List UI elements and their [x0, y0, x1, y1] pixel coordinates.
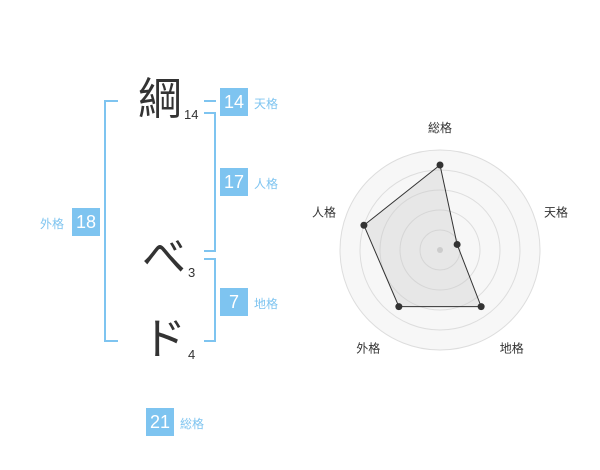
stroke-count-1: 14: [184, 107, 199, 122]
jinkaku-label: 人格: [254, 177, 279, 191]
radar-point-1: [436, 161, 444, 169]
radar-axis-label-5: 人格: [312, 204, 336, 219]
tenkaku-value: 14: [220, 88, 248, 116]
radar-axis-label-1: 総格: [428, 120, 452, 135]
radar-axis-label-3: 地格: [500, 341, 524, 356]
gaikaku-bracket: [104, 100, 118, 342]
gaikaku-value: 18: [72, 208, 100, 236]
radar-ring: [359, 169, 521, 331]
radar-point-4: [395, 303, 403, 311]
tenkaku-bracket: [204, 100, 216, 102]
name-char-3: ド: [142, 314, 186, 365]
radar-center-dot: [437, 247, 443, 253]
radar-area: [363, 164, 482, 308]
radar-point-2: [453, 240, 461, 248]
jinkaku-value: 17: [220, 168, 248, 196]
chikaku-bracket: [204, 258, 216, 342]
radar-ring: [419, 229, 461, 271]
radar-axis-label-4: 外格: [356, 341, 380, 356]
soukaku-value: 21: [146, 408, 174, 436]
name-char-2: べ: [142, 232, 186, 283]
radar-axis-label-2: 天格: [544, 204, 568, 219]
radar-ring: [379, 189, 501, 311]
radar-ring: [399, 209, 481, 291]
stroke-count-3: 4: [188, 347, 196, 362]
soukaku-label: 総格: [180, 417, 205, 431]
tenkaku-label: 天格: [254, 97, 279, 111]
radar-point-3: [477, 303, 485, 311]
name-char-1: 綱: [138, 74, 182, 125]
radar-point-5: [360, 221, 368, 229]
chikaku-label: 地格: [254, 297, 279, 311]
gaikaku-label: 外格: [40, 217, 65, 231]
stroke-count-2: 3: [188, 265, 196, 280]
jinkaku-bracket: [204, 112, 216, 252]
chikaku-value: 7: [220, 288, 248, 316]
